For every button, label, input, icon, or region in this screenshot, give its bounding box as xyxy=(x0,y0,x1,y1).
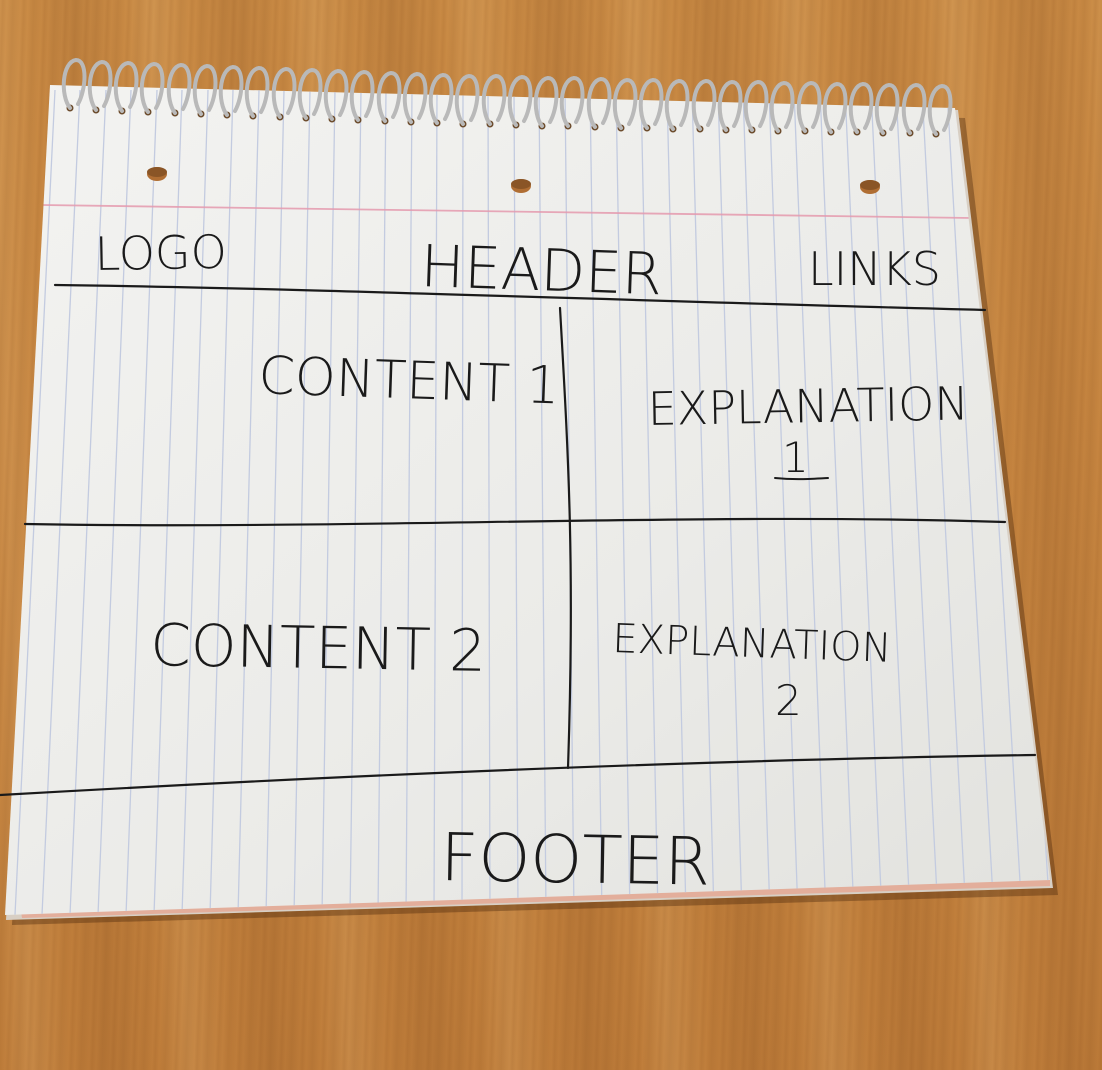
explanation-1-number: 1 xyxy=(782,433,809,482)
underline-mark xyxy=(774,477,829,481)
spiral-binding xyxy=(61,57,953,136)
punch-holes xyxy=(147,167,880,194)
header-divider-line xyxy=(53,283,987,312)
column-divider-line xyxy=(558,306,572,770)
row-divider-line xyxy=(23,517,1007,527)
margin-line xyxy=(41,204,973,219)
content-2-label: CONTENT 2 xyxy=(150,611,487,685)
header-label: HEADER xyxy=(420,232,664,308)
wireframe-lines xyxy=(0,283,1037,797)
wireframe-labels: LOGO HEADER LINKS CONTENT 1 EXPLANATION … xyxy=(94,225,969,901)
explanation-2-number: 2 xyxy=(775,676,802,725)
notebook-page xyxy=(5,85,1050,915)
content-1-label: CONTENT 1 xyxy=(258,346,561,416)
ruled-lines xyxy=(14,89,1050,915)
links-label: LINKS xyxy=(808,242,941,296)
explanation-1-label: EXPLANATION xyxy=(647,376,969,436)
footer-divider-line xyxy=(0,753,1037,797)
explanation-2-label: EXPLANATION xyxy=(612,616,893,672)
logo-label: LOGO xyxy=(94,225,227,281)
footer-label: FOOTER xyxy=(440,819,711,901)
